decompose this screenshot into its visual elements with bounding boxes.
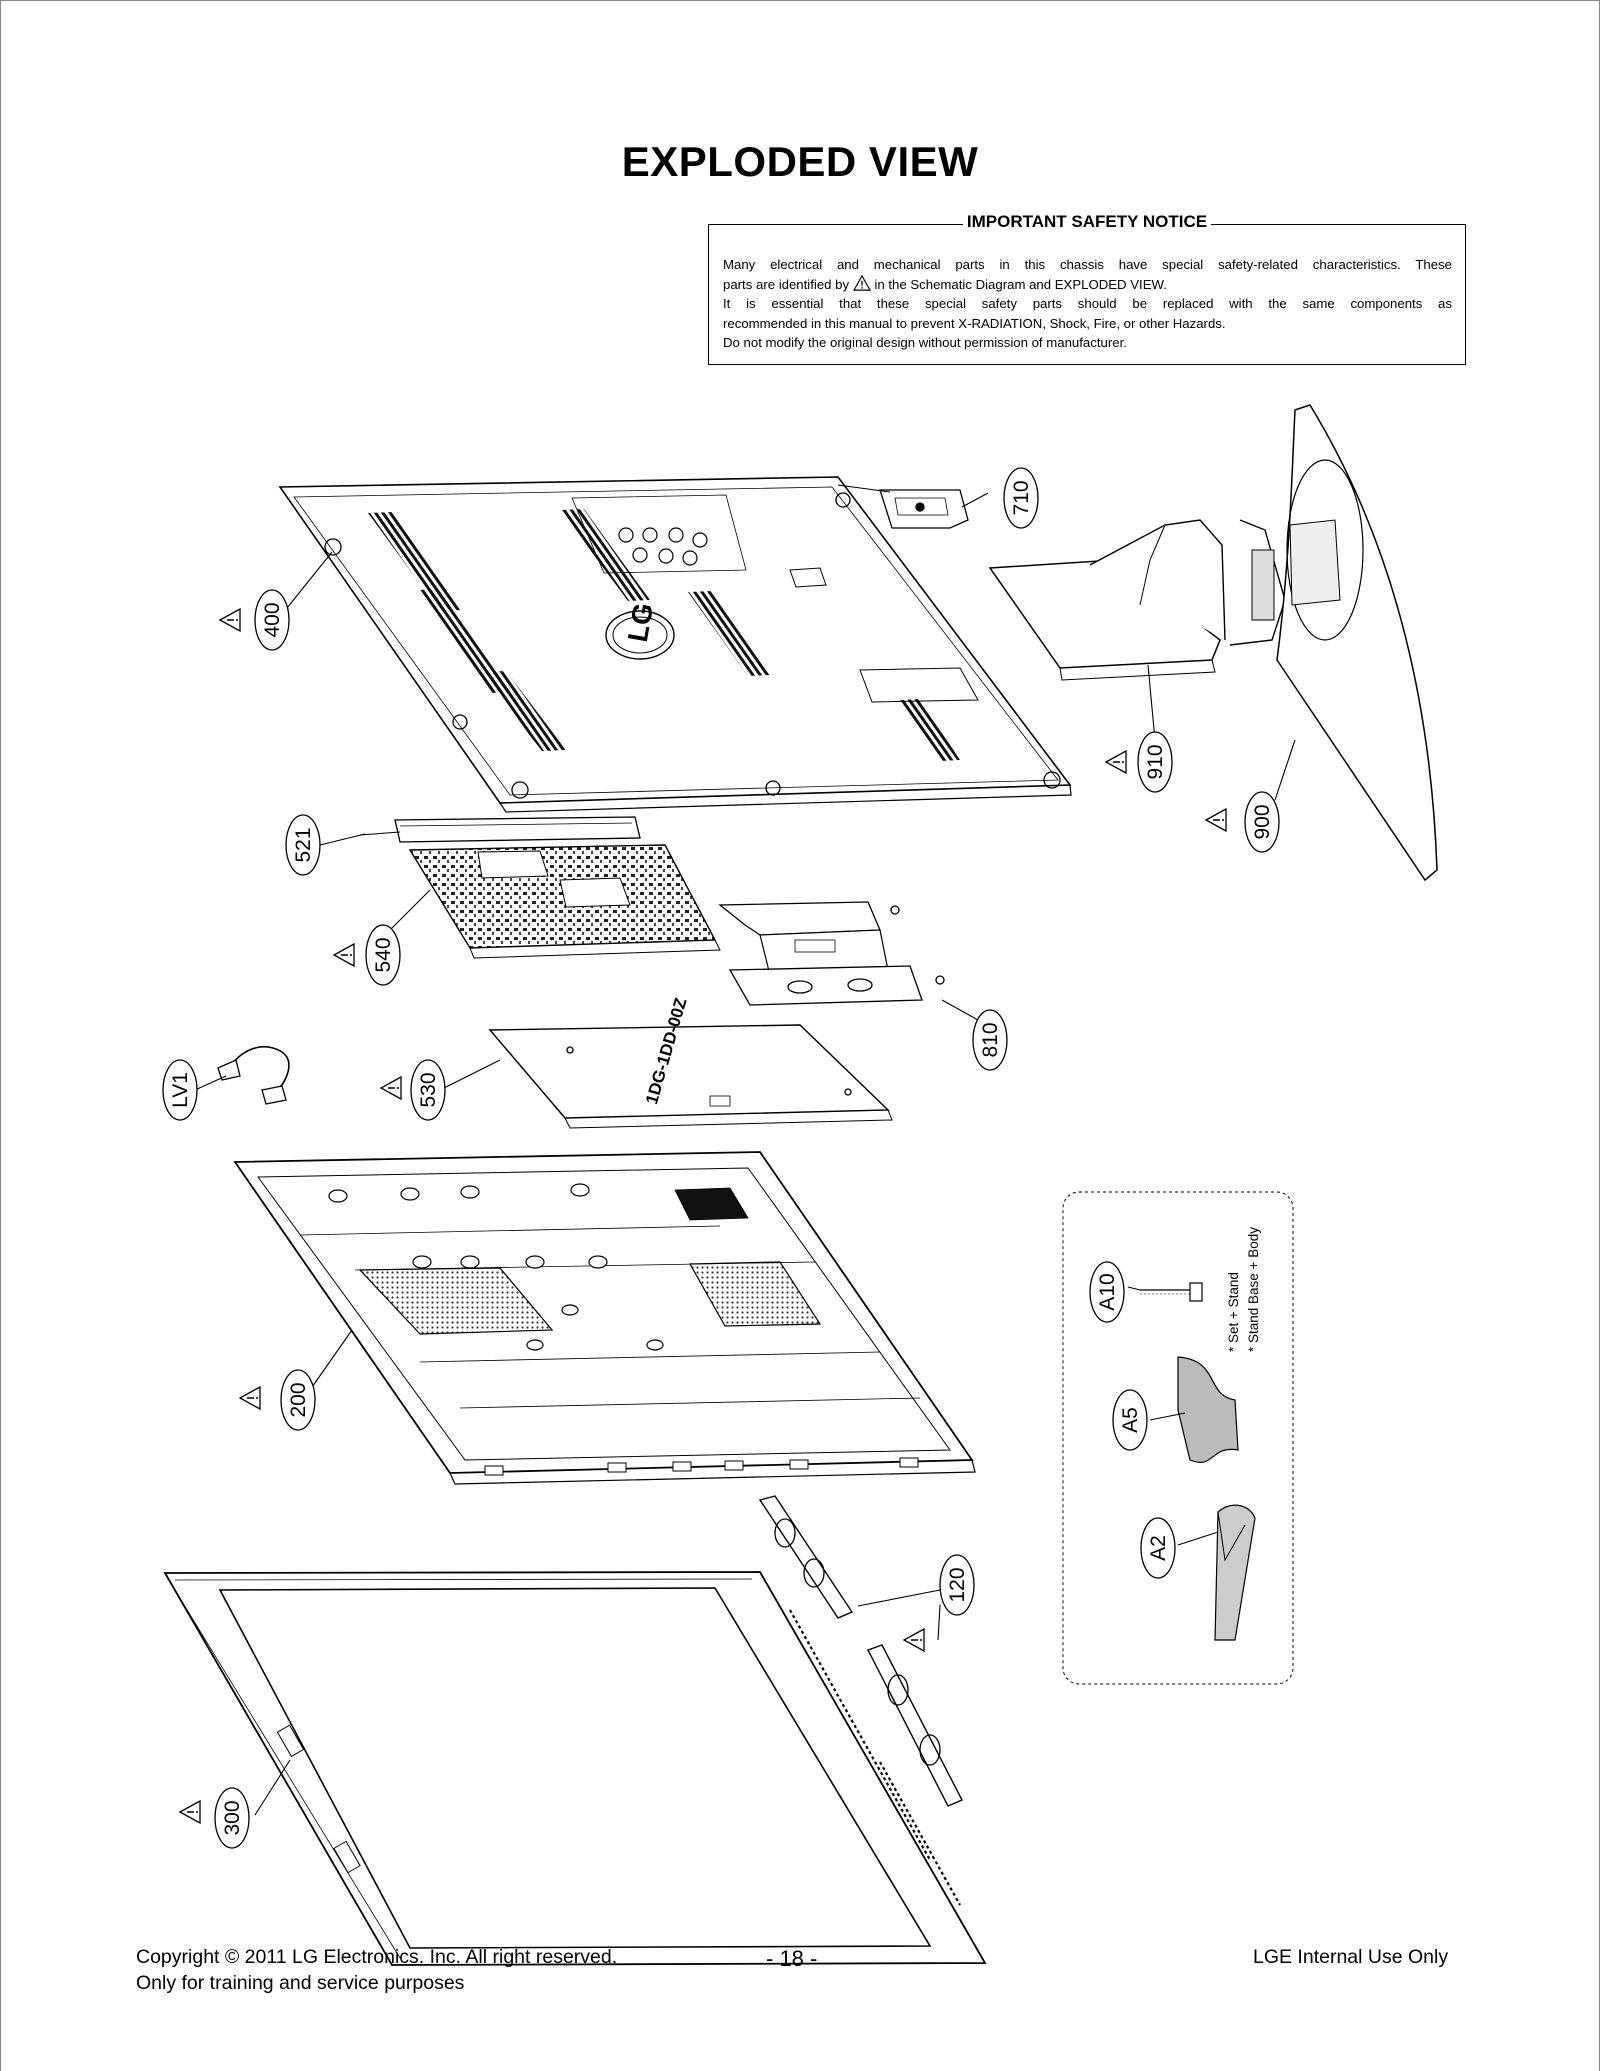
callout-900: 900	[1244, 791, 1280, 853]
part-label-400: 400	[261, 602, 284, 637]
stand-neck-910	[988, 519, 1286, 681]
callout-LV1: LV1	[162, 1059, 198, 1121]
accessory-note-1: * Set + Stand	[1226, 1272, 1241, 1352]
callout-530: 530	[410, 1059, 446, 1121]
footer-purpose: Only for training and service purposes	[136, 1972, 465, 1994]
warning-triangle-icon	[179, 1800, 201, 1824]
front-bezel-300	[163, 1571, 987, 1966]
notice-line-5: Do not modify the original design withou…	[723, 335, 1127, 350]
callout-710: 710	[1003, 467, 1039, 529]
warning-triangle-icon	[239, 1386, 261, 1410]
page-border-left	[0, 0, 1, 2071]
part-label-710: 710	[1010, 480, 1033, 515]
safety-notice-title-wrap: IMPORTANT SAFETY NOTICE	[709, 212, 1465, 232]
callout-540: 540	[365, 924, 401, 986]
callout-521: 521	[285, 814, 321, 876]
part-label-540: 540	[372, 937, 395, 972]
part-label-A5: A5	[1119, 1407, 1142, 1433]
callout-200: 200	[280, 1369, 316, 1431]
safety-notice-body: Many electrical and mechanical parts in …	[723, 255, 1452, 353]
notice-line-2-pre: parts are identified by	[723, 276, 850, 292]
part-label-910: 910	[1144, 744, 1167, 779]
warning-triangle-icon	[852, 274, 871, 291]
part-label-810: 810	[979, 1022, 1002, 1057]
accessory-note-2: * Stand Base + Body	[1246, 1227, 1261, 1352]
bracket-810	[718, 901, 945, 1006]
callout-A2: A2	[1140, 1517, 1176, 1579]
speakers-120	[758, 1495, 963, 1807]
footer-internal: LGE Internal Use Only	[1253, 1946, 1449, 1968]
shield-plate-530: 1DG-1DD-00Z	[488, 996, 893, 1129]
warning-triangle-icon	[380, 1076, 402, 1100]
bracket-521	[359, 816, 641, 843]
accessory-box	[1062, 1191, 1294, 1685]
part-label-120: 120	[946, 1567, 969, 1602]
main-board-540	[408, 844, 721, 959]
lg-logo-label: LG	[622, 601, 659, 645]
part-label-200: 200	[287, 1382, 310, 1417]
stand-base-900	[1276, 404, 1438, 882]
callout-810: 810	[972, 1009, 1008, 1071]
part-label-LV1: LV1	[169, 1072, 192, 1108]
notice-line-1: Many electrical and mechanical parts in …	[723, 257, 1452, 272]
notice-line-2-post: in the Schematic Diagram and EXPLODED VI…	[874, 276, 1167, 292]
page-border-top	[0, 0, 1600, 1]
notice-line-4: recommended in this manual to prevent X-…	[723, 315, 1226, 331]
page-number: - 18 -	[766, 1946, 818, 1971]
warning-triangle-icon	[219, 608, 241, 632]
page-title: EXPLODED VIEW	[621, 138, 979, 185]
bracket-710	[837, 484, 969, 529]
cable-LV1	[217, 1046, 290, 1105]
warning-triangle-icon	[903, 1628, 925, 1652]
footer-copyright: Copyright © 2011 LG Electronics. Inc. Al…	[136, 1946, 618, 1968]
callout-120: 120	[939, 1554, 975, 1616]
callout-A10: A10	[1089, 1261, 1125, 1323]
part-label-900: 900	[1251, 804, 1274, 839]
notice-line-3: It is essential that these special safet…	[723, 296, 1452, 311]
callout-910: 910	[1137, 731, 1173, 793]
warning-triangle-icon	[1105, 750, 1127, 774]
part-label-A2: A2	[1147, 1535, 1170, 1561]
callout-400: 400	[254, 589, 290, 651]
part-label-530: 530	[417, 1072, 440, 1107]
back-cover-400: LG	[278, 476, 1072, 813]
warning-triangle-icon	[333, 943, 355, 967]
part-label-A10: A10	[1096, 1273, 1119, 1310]
safety-notice-title: IMPORTANT SAFETY NOTICE	[962, 212, 1212, 231]
main-frame-200	[233, 1151, 976, 1485]
callout-A5: A5	[1112, 1389, 1148, 1451]
safety-notice-box: IMPORTANT SAFETY NOTICE Many electrical …	[708, 212, 1466, 365]
part-label-300: 300	[221, 1800, 244, 1835]
notice-line-2: parts are identified by in the Schematic…	[723, 274, 1452, 295]
part-label-521: 521	[292, 827, 315, 862]
callout-300: 300	[214, 1787, 250, 1849]
warning-triangle-icon	[1205, 808, 1227, 832]
